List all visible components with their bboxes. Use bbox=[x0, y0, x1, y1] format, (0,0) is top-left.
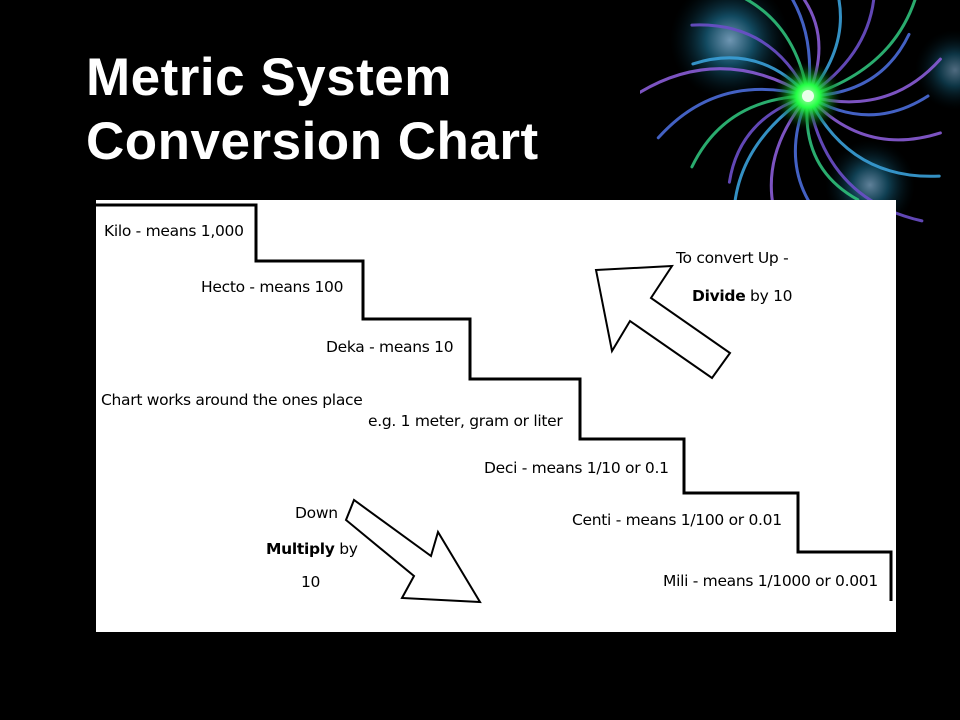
conversion-chart-panel: Kilo - means 1,000 Hecto - means 100 Dek… bbox=[96, 200, 896, 632]
slide-title-line-2: Conversion Chart bbox=[86, 112, 539, 171]
step-label-mili: Mili - means 1/1000 or 0.001 bbox=[663, 572, 878, 590]
down-note-line-1: Down bbox=[295, 504, 338, 522]
step-label-centi: Centi - means 1/100 or 0.01 bbox=[572, 511, 782, 529]
base-note-line-1: Chart works around the ones place bbox=[101, 391, 363, 409]
down-note-line-2: Multiply by bbox=[266, 540, 358, 558]
down-note-multiply: Multiply bbox=[266, 540, 335, 558]
up-note-rest: by 10 bbox=[745, 287, 793, 305]
arrow-up-left-icon bbox=[594, 264, 732, 380]
slide-title-line-1: Metric System bbox=[86, 48, 452, 107]
slide-title: Metric System Conversion Chart bbox=[86, 46, 539, 174]
up-note-line-2: Divide by 10 bbox=[692, 287, 793, 305]
arrow-down-right-icon bbox=[344, 498, 482, 604]
step-label-deka: Deka - means 10 bbox=[326, 338, 454, 356]
base-note-line-2: e.g. 1 meter, gram or liter bbox=[368, 412, 563, 430]
fireworks-decoration-icon bbox=[640, 0, 960, 230]
chart-graphics bbox=[96, 203, 893, 604]
step-label-deci: Deci - means 1/10 or 0.1 bbox=[484, 459, 669, 477]
step-label-hecto: Hecto - means 100 bbox=[201, 278, 344, 296]
down-note-rest: by bbox=[334, 540, 358, 558]
staircase-line bbox=[96, 203, 893, 601]
step-label-kilo: Kilo - means 1,000 bbox=[104, 222, 244, 240]
up-note-divide: Divide bbox=[692, 287, 746, 305]
down-note-line-3: 10 bbox=[301, 573, 321, 591]
up-note-line-1: To convert Up - bbox=[676, 249, 789, 267]
